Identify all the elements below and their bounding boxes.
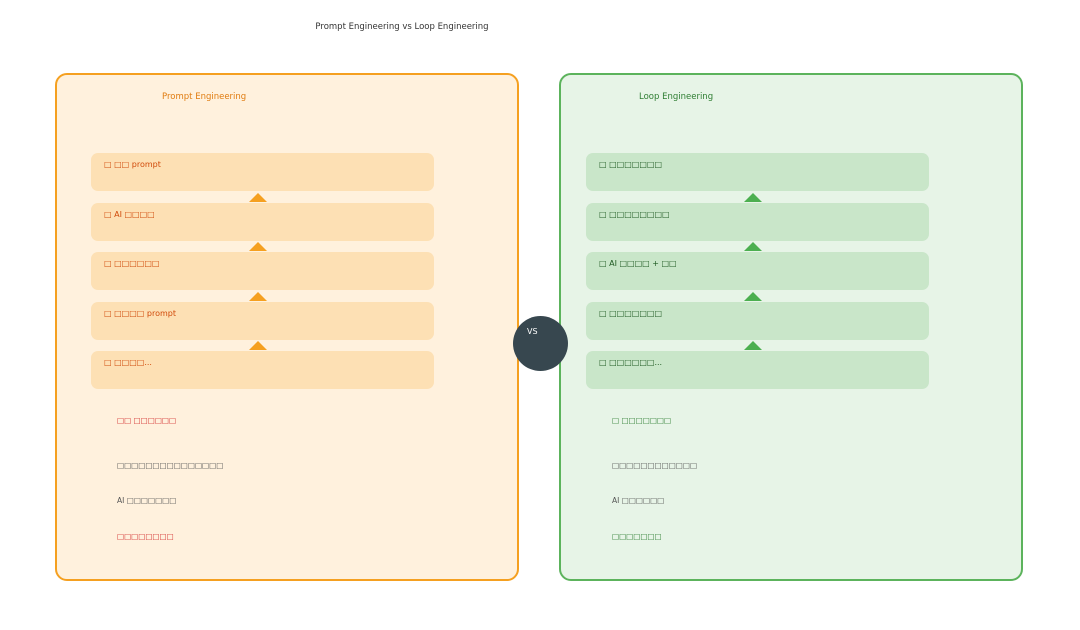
right-arrow-1: [744, 193, 762, 202]
left-step-4: □ □□□□ prompt: [91, 302, 434, 340]
right-arrow-4: [744, 341, 762, 350]
left-step-5: □ □□□□...: [91, 351, 434, 389]
right-arrow-3: [744, 292, 762, 301]
right-note-4: □□□□□□□: [612, 532, 662, 541]
left-step-1: □ □□ prompt: [91, 153, 434, 191]
right-note-1: □ □□□□□□□: [612, 416, 672, 425]
left-arrow-2: [249, 242, 267, 251]
left-arrow-4: [249, 341, 267, 350]
right-step-3: □ AI □□□□ + □□: [586, 252, 929, 290]
left-step-3: □ □□□□□□: [91, 252, 434, 290]
left-note-2: □□□□□□□□□□□□□□□: [117, 461, 224, 470]
right-step-1: □ □□□□□□□: [586, 153, 929, 191]
right-note-3: AI □□□□□□: [612, 496, 665, 505]
diagram-title: Prompt Engineering vs Loop Engineering: [315, 22, 489, 32]
right-panel-title: Loop Engineering: [639, 92, 714, 102]
prompt-engineering-panel: Prompt Engineering □ □□ prompt □ AI □□□□…: [55, 73, 519, 581]
left-note-4: □□□□□□□□: [117, 532, 174, 541]
left-note-3: AI □□□□□□□: [117, 496, 177, 505]
right-step-4: □ □□□□□□□: [586, 302, 929, 340]
left-arrow-3: [249, 292, 267, 301]
loop-engineering-panel: Loop Engineering □ □□□□□□□ □ □□□□□□□□ □ …: [559, 73, 1023, 581]
right-arrow-2: [744, 242, 762, 251]
right-step-5: □ □□□□□□...: [586, 351, 929, 389]
right-note-2: □□□□□□□□□□□□: [612, 461, 698, 470]
left-arrow-1: [249, 193, 267, 202]
left-note-1: □□ □□□□□□: [117, 416, 177, 425]
right-step-2: □ □□□□□□□□: [586, 203, 929, 241]
vs-badge: VS: [513, 316, 568, 371]
left-panel-title: Prompt Engineering: [162, 92, 247, 102]
left-step-2: □ AI □□□□: [91, 203, 434, 241]
